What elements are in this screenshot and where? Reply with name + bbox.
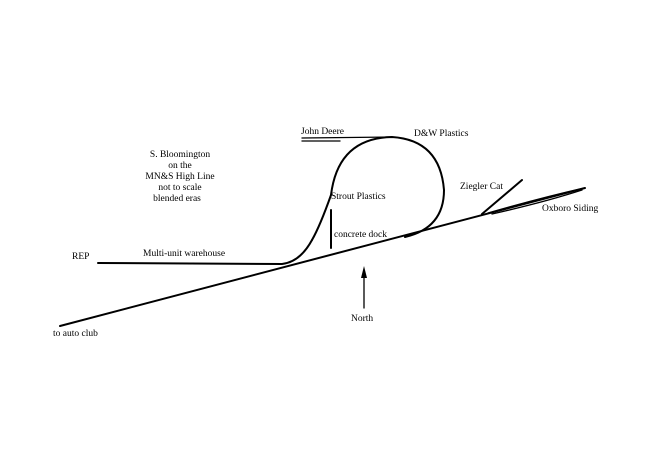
label-john-deere: John Deere [301,127,344,137]
north-arrow-icon [361,266,367,278]
label-dw-plastics: D&W Plastics [414,129,469,139]
rep-spur-track [97,239,313,265]
oxboro-siding-track [487,187,585,214]
title-line-3: MN&S High Line [145,172,214,182]
label-strout-plastics: Strout Plastics [331,192,386,202]
ziegler-spur-track [481,179,523,215]
title-line-4: not to scale [158,183,201,193]
label-ziegler-cat: Ziegler Cat [460,182,503,192]
label-to-auto-club: to auto club [53,329,98,339]
title-line-2: on the [168,161,191,171]
main-line-track [59,187,586,327]
label-north: North [351,314,373,324]
oxboro-siding-track-2 [491,189,583,215]
title-line-5: blended eras [153,194,201,204]
label-oxboro-siding: Oxboro Siding [542,204,598,214]
label-concrete-dock: concrete dock [334,230,387,240]
label-rep: REP [72,252,89,262]
label-multi-unit-warehouse: Multi-unit warehouse [143,249,225,259]
john-deere-spur-track [301,136,393,139]
title-line-1: S. Bloomington [150,150,210,160]
